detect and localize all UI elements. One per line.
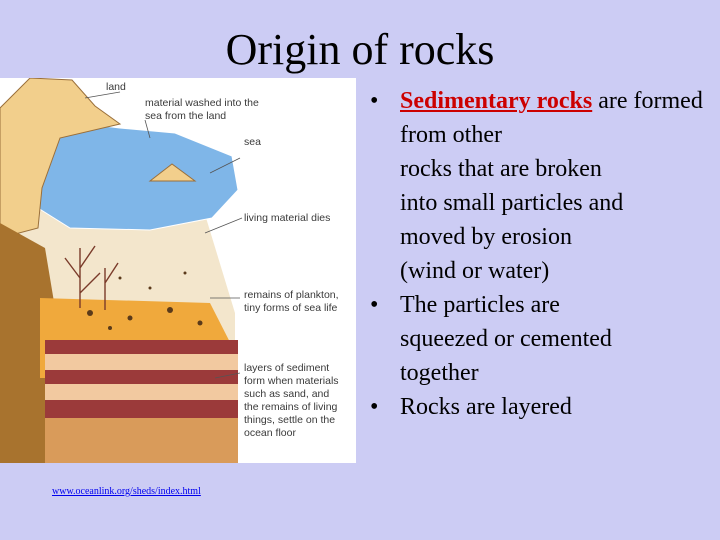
label-layers-5: things, settle on the bbox=[244, 414, 335, 426]
label-plankton-2: tiny forms of sea life bbox=[244, 302, 338, 314]
bullet-1-line-3: into small particles and bbox=[400, 190, 624, 216]
slide-title: Origin of rocks bbox=[225, 25, 495, 74]
sand-island bbox=[148, 163, 197, 182]
label-washed-1: material washed into the bbox=[145, 97, 259, 109]
label-land: land bbox=[106, 81, 126, 93]
bullet-2-line-1: The particles are bbox=[400, 292, 560, 318]
sediment-layer-1 bbox=[45, 340, 238, 354]
label-layers-3: such as sand, and bbox=[244, 388, 329, 400]
source-link[interactable]: www.oceanlink.org/sheds/index.html bbox=[52, 486, 201, 497]
bullet-2-line-2: squeezed or cemented bbox=[400, 326, 612, 352]
coral bbox=[64, 245, 119, 310]
sediment-base bbox=[45, 418, 238, 463]
bullet-3-line-1: Rocks are layered bbox=[400, 394, 572, 420]
label-layers-2: form when materials bbox=[244, 375, 339, 387]
label-layers-4: the remains of living bbox=[244, 401, 338, 413]
label-layers-1: layers of sediment bbox=[244, 362, 329, 374]
bullet-item-particles: The particles are squeezed or cemented t… bbox=[366, 288, 706, 390]
diagram-svg: land material washed into the sea from t… bbox=[0, 78, 339, 463]
bullet-1-line-5: (wind or water) bbox=[400, 258, 550, 284]
bullet-list: Sedimentary rocks are formed from other … bbox=[366, 84, 706, 424]
sediment-layer-4 bbox=[45, 384, 238, 400]
bullet-1-line-4: moved by erosion bbox=[400, 224, 572, 250]
sediment-layer-5 bbox=[45, 400, 238, 418]
label-plankton-1: remains of plankton, bbox=[244, 289, 339, 301]
bullet-item-sedimentary: Sedimentary rocks are formed from other … bbox=[366, 84, 706, 288]
land-region bbox=[0, 78, 122, 239]
label-dies: living material dies bbox=[244, 212, 330, 224]
bullet-1-line-2: rocks that are broken bbox=[400, 156, 602, 182]
sediment-particles bbox=[87, 271, 203, 330]
bullet-item-layered: Rocks are layered bbox=[366, 390, 706, 424]
sediment-layer-3 bbox=[45, 370, 238, 384]
label-layers-6: ocean floor bbox=[244, 427, 296, 439]
bullet-2-line-3: together bbox=[400, 360, 479, 386]
sedimentary-rock-diagram: land material washed into the sea from t… bbox=[0, 78, 356, 463]
label-washed-2: sea from the land bbox=[145, 110, 226, 122]
bullet-1-line-1: are formed from other bbox=[400, 88, 703, 148]
sedimentary-rocks-term: Sedimentary rocks bbox=[400, 88, 593, 114]
sediment-layer-2 bbox=[45, 354, 238, 370]
sea-region bbox=[37, 117, 239, 231]
label-sea: sea bbox=[244, 136, 261, 148]
leader-lines bbox=[84, 91, 243, 379]
